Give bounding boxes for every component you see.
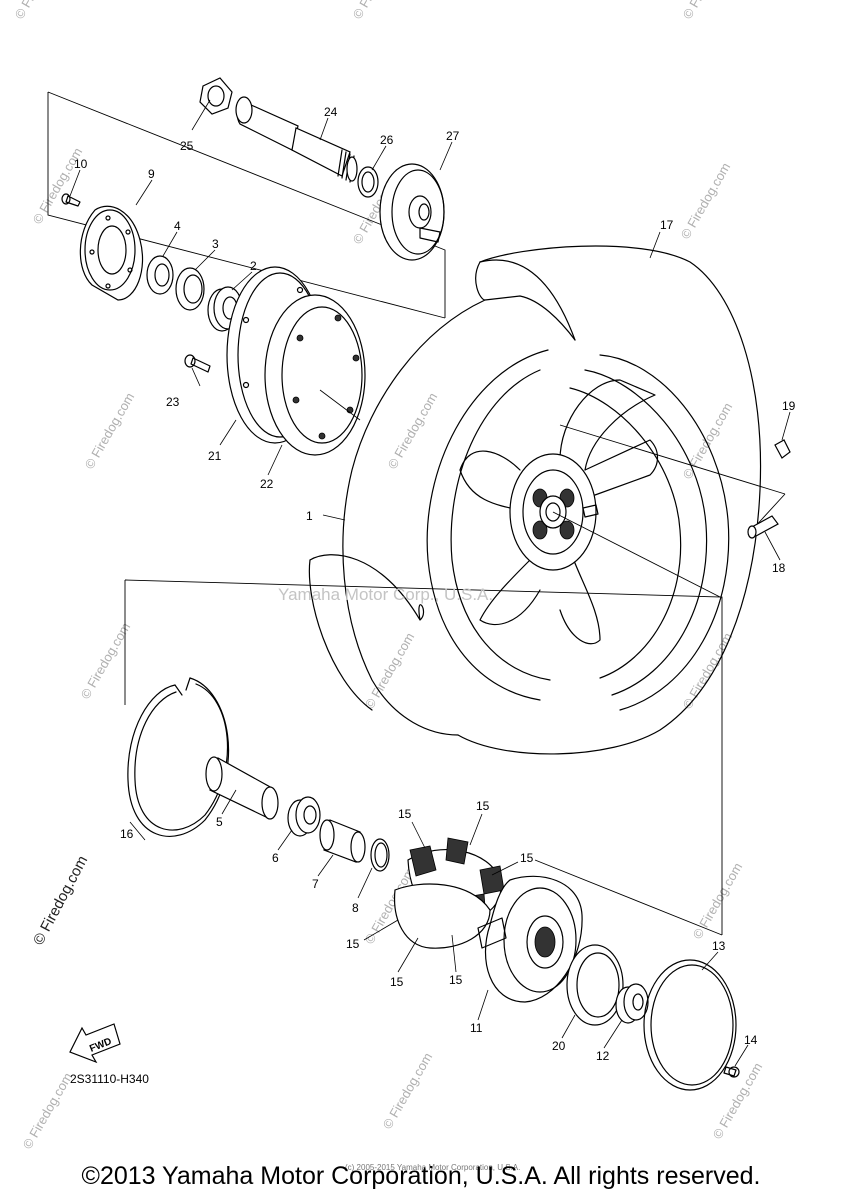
callout-15: 15 bbox=[390, 975, 404, 989]
watermark: © Firedog.com bbox=[350, 0, 406, 22]
callout-25: 25 bbox=[180, 139, 194, 153]
part-11-driven-flange bbox=[477, 875, 583, 1003]
callout-15: 15 bbox=[398, 807, 412, 821]
watermark: © Firedog.com bbox=[680, 630, 736, 712]
rear-wheel-tire bbox=[308, 245, 762, 755]
callout-4: 4 bbox=[174, 219, 181, 233]
watermark: © Firedog.com bbox=[678, 160, 734, 242]
callout-12: 12 bbox=[596, 1049, 610, 1063]
leader-lines bbox=[69, 99, 791, 1067]
watermark: © Firedog.com bbox=[690, 860, 746, 942]
callout-2: 2 bbox=[250, 259, 257, 273]
callout-27: 27 bbox=[446, 129, 460, 143]
callout-8: 8 bbox=[352, 901, 359, 915]
callout-15: 15 bbox=[449, 973, 463, 987]
callout-17: 17 bbox=[660, 218, 674, 232]
callout-19: 19 bbox=[782, 399, 796, 413]
callout-11: 11 bbox=[470, 1021, 483, 1035]
watermark: © Firedog.com bbox=[12, 0, 68, 22]
callout-18: 18 bbox=[772, 561, 786, 575]
part-26-collar bbox=[357, 166, 379, 198]
callout-15: 15 bbox=[346, 937, 360, 951]
part-10-bolt bbox=[61, 193, 81, 207]
callout-7: 7 bbox=[312, 877, 319, 891]
part-18-bolt bbox=[747, 515, 779, 539]
watermark: © Firedog.com bbox=[20, 1070, 76, 1152]
part-20-seal bbox=[566, 944, 624, 1026]
watermark: © Firedog.com bbox=[82, 390, 138, 472]
part-8-o-ring bbox=[370, 838, 390, 872]
diagram-code: 2S31110-H340 bbox=[70, 1072, 149, 1086]
part-25-axle-nut bbox=[199, 77, 233, 115]
center-watermark: Yamaha Motor Corp., U.S.A. bbox=[278, 585, 494, 604]
watermark: © Firedog.com bbox=[380, 1050, 436, 1132]
watermark: © Firedog.com bbox=[362, 630, 418, 712]
copyright-footer: ©2013 Yamaha Motor Corporation, U.S.A. A… bbox=[81, 1162, 761, 1190]
part-6-bearing bbox=[287, 796, 321, 837]
part-4-oil-seal bbox=[146, 255, 174, 295]
part-23-bolt bbox=[184, 354, 211, 373]
part-5-sleeve bbox=[205, 756, 279, 820]
part-15-damper bbox=[393, 837, 505, 949]
part-13-circlip bbox=[643, 959, 737, 1091]
lower-explode-frame bbox=[124, 579, 723, 936]
callout-10: 10 bbox=[74, 157, 88, 171]
watermark: © Firedog.com bbox=[385, 390, 441, 472]
watermark: © Firedog.com bbox=[680, 0, 736, 22]
callout-23: 23 bbox=[166, 395, 180, 409]
callout-6: 6 bbox=[272, 851, 279, 865]
callout-3: 3 bbox=[212, 237, 219, 251]
part-27-plate bbox=[379, 163, 445, 261]
watermark-layer: © Firedog.com © Firedog.com © Firedog.co… bbox=[12, 0, 766, 1152]
callout-22: 22 bbox=[260, 477, 274, 491]
callout-5: 5 bbox=[216, 815, 223, 829]
callout-9: 9 bbox=[148, 167, 155, 181]
part-16-circlip bbox=[127, 677, 230, 837]
part-7-collar bbox=[319, 819, 366, 863]
upper-explode-frame bbox=[47, 91, 446, 319]
callout-24: 24 bbox=[324, 105, 338, 119]
callout-13: 13 bbox=[712, 939, 726, 953]
part-3-circlip bbox=[175, 267, 205, 311]
callout-21: 21 bbox=[208, 449, 222, 463]
callout-20: 20 bbox=[552, 1039, 566, 1053]
callout-14: 14 bbox=[744, 1033, 758, 1047]
fwd-arrow-icon: FWD bbox=[69, 1023, 121, 1064]
part-9-cover bbox=[79, 205, 144, 301]
callout-15: 15 bbox=[520, 851, 534, 865]
callout-16: 16 bbox=[120, 827, 134, 841]
part-14-bolt bbox=[723, 1066, 740, 1078]
part-22-plate bbox=[264, 294, 366, 456]
part-12-bearing bbox=[615, 983, 649, 1024]
callout-15: 15 bbox=[476, 799, 490, 813]
small-copyright: (c) 2005-2015 Yamaha Motor Corporation, … bbox=[345, 1163, 520, 1172]
callout-labels: 25 24 26 27 10 9 4 3 2 17 19 23 21 22 1 … bbox=[74, 105, 796, 1063]
part-19-valve-cap bbox=[774, 439, 791, 459]
callout-1: 1 bbox=[306, 509, 313, 523]
part-24-axle bbox=[235, 96, 358, 183]
callout-26: 26 bbox=[380, 133, 394, 147]
